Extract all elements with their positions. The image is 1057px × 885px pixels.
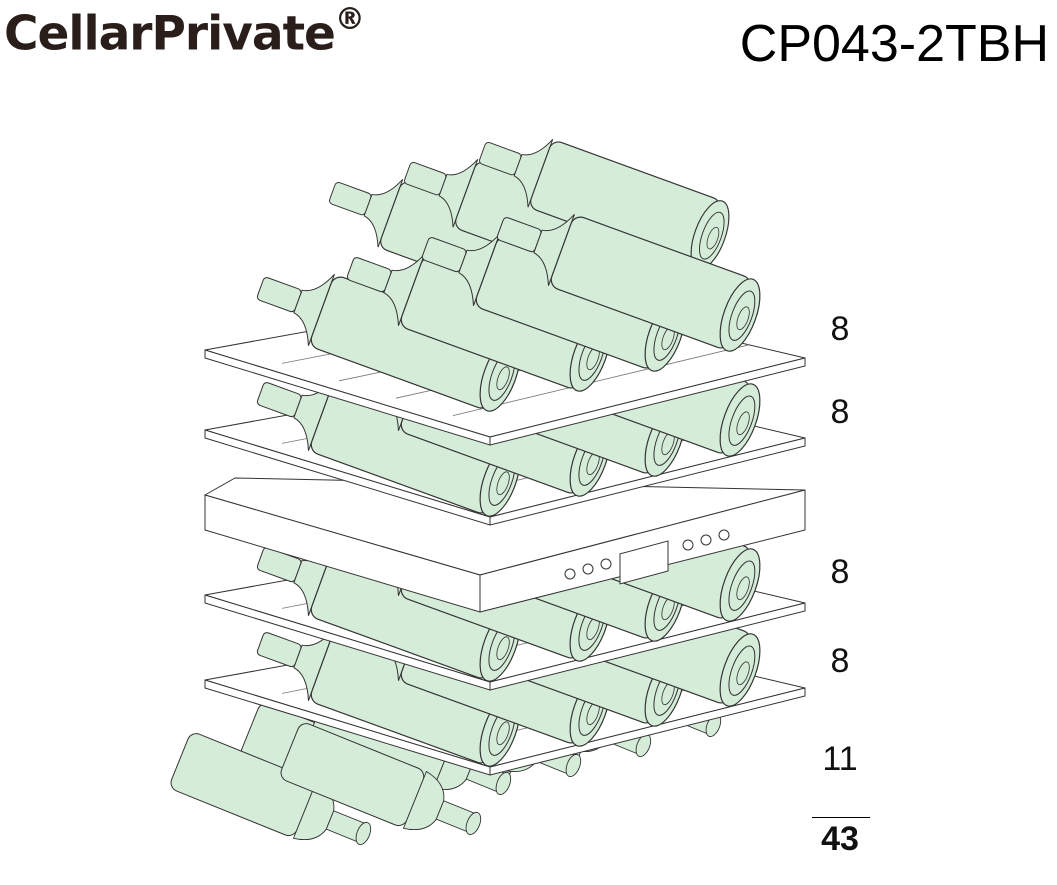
total-count: 43 <box>821 820 859 858</box>
control-button-6 <box>718 529 730 541</box>
control-button-3 <box>600 558 612 570</box>
control-button-1 <box>564 568 576 580</box>
shelf-1-bottle-2 <box>346 253 611 392</box>
registered-mark: ® <box>334 2 365 37</box>
control-panel <box>203 477 806 613</box>
shelf-4-count: 8 <box>830 642 850 680</box>
total-divider <box>812 817 870 818</box>
bottom-bottle-11 <box>280 723 482 836</box>
control-button-4 <box>682 539 694 551</box>
shelf-3-count: 8 <box>830 553 850 591</box>
brand-logo: CellarPrivate® <box>4 2 365 62</box>
control-button-2 <box>582 563 594 575</box>
control-button-5 <box>700 534 712 546</box>
bottom-bottle-10 <box>170 733 372 846</box>
shelf-1-count: 8 <box>830 310 850 348</box>
shelf-2-count: 8 <box>830 393 850 431</box>
shelf-4-bottle-1 <box>256 628 521 767</box>
shelf-1-bottle-4 <box>496 213 761 352</box>
brand-name: CellarPrivate <box>4 6 336 62</box>
model-number: CP043-2TBH <box>739 15 1049 73</box>
display-screen <box>619 540 669 585</box>
shelf-1-back-bottle-3 <box>479 139 730 270</box>
bottom-section-count: 11 <box>822 740 858 778</box>
